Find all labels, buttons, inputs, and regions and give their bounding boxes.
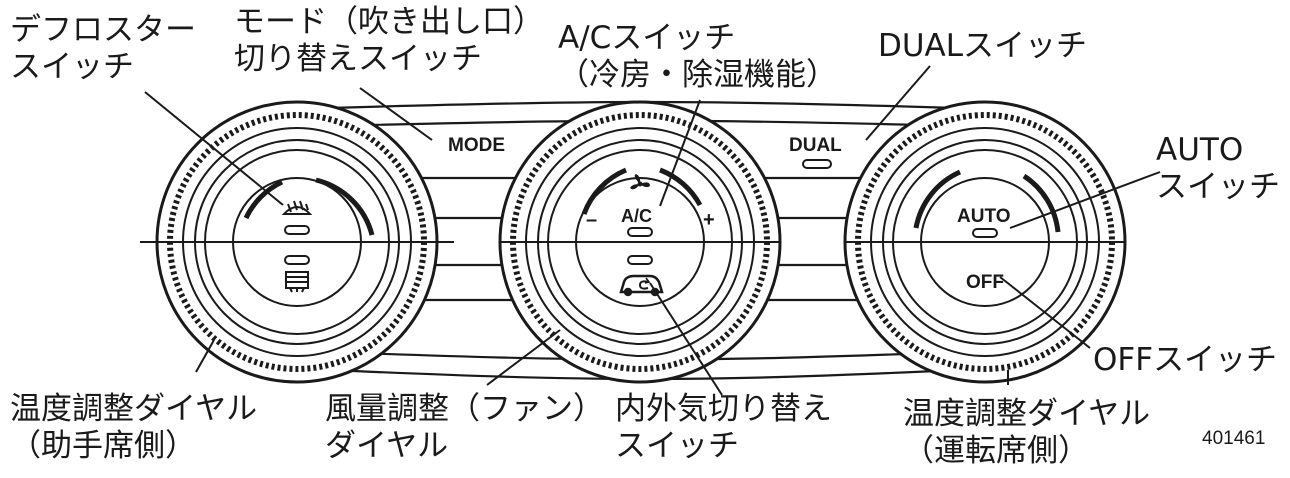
front-defroster-indicator [284,225,310,235]
callout-line: デフロスター [10,12,196,48]
callout-line: （助手席側） [10,428,196,464]
auto-button[interactable]: AUTO [957,206,1010,238]
callout-line: ダイヤル [325,428,449,464]
callout-line: AUTO [1156,132,1244,168]
callout-line: （冷房・除湿機能） [558,57,837,93]
fan-dial[interactable] [498,100,782,384]
callout-defroster-switch: デフロスター スイッチ [10,12,196,86]
callout-recirculation-switch: 内外気切り替え スイッチ [615,391,832,465]
callout-line: 風量調整（ファン） [325,391,604,427]
figure-id: 401461 [1202,428,1266,449]
callout-mode-switch: モード（吹き出し口） 切り替えスイッチ [234,4,544,78]
fan-plus-label: + [703,209,715,231]
callout-line: スイッチ [10,49,134,85]
auto-button-label: AUTO [957,206,1010,227]
front-defroster-button[interactable] [281,200,313,235]
callout-fan-dial: 風量調整（ファン） ダイヤル [325,391,604,465]
callout-line: 内外気切り替え [615,391,832,427]
temp-dial-passenger[interactable] [140,100,454,384]
rear-defroster-indicator [284,255,310,265]
ac-button-label: A/C [621,206,652,226]
callout-line: スイッチ [1156,169,1280,205]
callout-line: 温度調整ダイヤル [10,391,258,427]
auto-indicator [972,228,998,238]
callout-line: DUALスイッチ [878,28,1088,64]
ac-button[interactable]: A/C [621,206,653,237]
front-defroster-icon [281,200,313,215]
dual-button-label[interactable]: DUAL [789,135,842,156]
callout-auto-switch: AUTO スイッチ [1156,132,1280,206]
temp-dial-driver[interactable] [843,100,1127,384]
callout-off-switch: OFFスイッチ [1093,342,1277,379]
ac-indicator [627,227,653,237]
callout-line: モード（吹き出し口） [234,4,544,40]
rear-defroster-button[interactable] [284,255,310,293]
callout-line: （運転席側） [903,433,1089,469]
mode-button-label[interactable]: MODE [448,135,505,156]
off-button-label: OFF [966,272,1004,293]
callout-line: 切り替えスイッチ [234,41,482,77]
recirculation-icon [619,274,664,297]
callout-line: OFFスイッチ [1093,342,1278,378]
recirculation-button[interactable] [619,255,664,297]
rear-defroster-icon [285,271,309,293]
leader-lines [144,65,1161,396]
callout-temp-dial-passenger: 温度調整ダイヤル （助手席側） [10,391,257,465]
fan-minus-label: – [586,209,597,231]
callout-dual-switch: DUALスイッチ [878,28,1087,65]
recirculation-indicator [627,255,653,265]
callout-line: A/Cスイッチ [558,20,736,56]
off-button[interactable]: OFF [966,272,1004,293]
callout-temp-dial-driver: 温度調整ダイヤル （運転席側） [903,396,1150,470]
callout-ac-switch: A/Cスイッチ （冷房・除湿機能） [558,20,837,94]
fan-icon [630,174,650,190]
callout-line: スイッチ [615,428,739,464]
callout-line: 温度調整ダイヤル [903,396,1151,432]
dual-indicator [802,159,832,169]
